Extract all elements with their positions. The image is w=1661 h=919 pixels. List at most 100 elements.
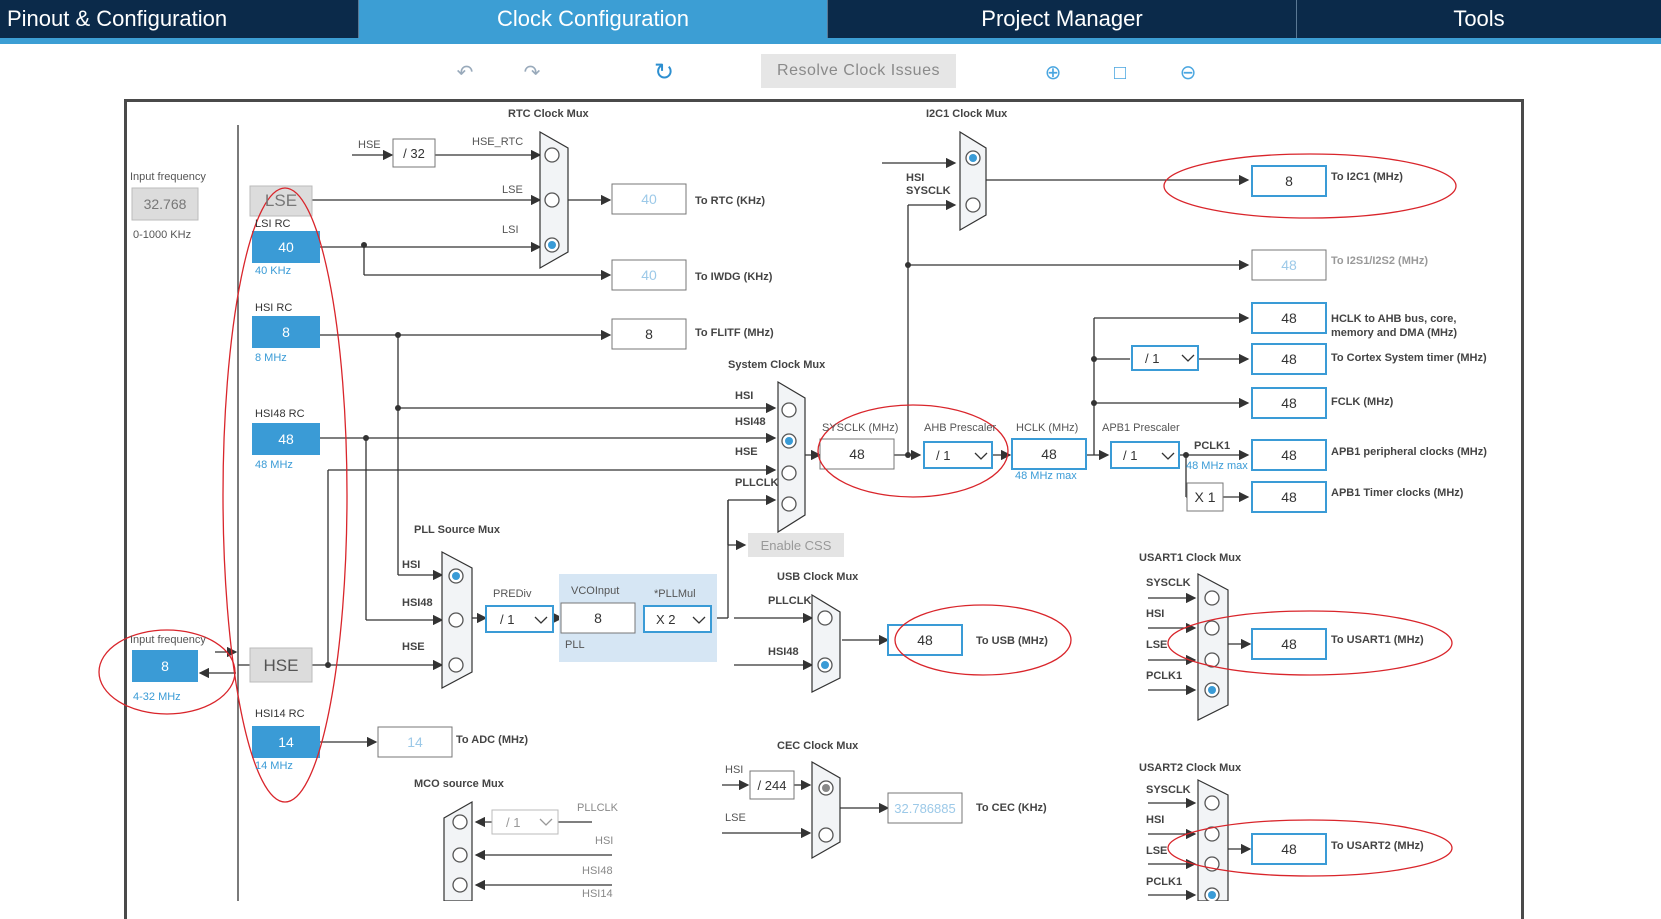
undo-icon[interactable]: ↶ (456, 62, 474, 84)
ahb-prescaler-select[interactable] (923, 441, 993, 469)
rtc-lsi-input: LSI (502, 224, 519, 236)
mco-divider-select[interactable] (491, 809, 559, 835)
tab-clock-configuration[interactable]: Clock Configuration (359, 0, 828, 38)
mco-hsi-input: HSI (595, 835, 613, 847)
lsi-rc-box (252, 231, 320, 263)
usart2-value: 48 (1281, 841, 1297, 857)
system-clock-mux (777, 380, 806, 534)
adc-value: 14 (407, 734, 423, 750)
ahb-prescaler-value: / 1 (936, 448, 950, 463)
tab-bar: Pinout & Configuration Clock Configurati… (0, 0, 1661, 38)
prediv-label: PREDiv (493, 588, 532, 600)
i2c1-mux-title: I2C1 Clock Mux (926, 108, 1008, 120)
usart2-mux-title: USART2 Clock Mux (1139, 762, 1242, 774)
hse-block (249, 647, 313, 683)
apb1-timer-label: APB1 Timer clocks (MHz) (1331, 487, 1464, 499)
rtc-mux-title: RTC Clock Mux (508, 108, 590, 120)
rtc-label: To RTC (KHz) (695, 195, 765, 207)
lse-block (249, 185, 313, 217)
cec-hsi-input: HSI (725, 764, 743, 776)
pll-label: PLL (565, 639, 585, 651)
pclk1-max: 48 MHz max (1186, 460, 1248, 472)
pllmul-select[interactable] (643, 605, 712, 633)
cec-value: 32.786885 (894, 801, 955, 816)
apb1-peripheral-value: 48 (1281, 447, 1297, 463)
usart1-sysclk-input: SYSCLK (1146, 577, 1191, 589)
rtc-hse-input: HSE (358, 139, 381, 151)
tab-tools[interactable]: Tools (1453, 6, 1505, 31)
cortex-timer-divider-select[interactable] (1131, 345, 1199, 371)
adc-label: To ADC (MHz) (456, 734, 528, 746)
lsi-value: 40 (278, 239, 294, 255)
lse-block-label: LSE (265, 191, 297, 210)
pll-mux-title: PLL Source Mux (414, 524, 501, 536)
hsi-unit: 8 MHz (255, 352, 287, 364)
usart2-hsi-input: HSI (1146, 814, 1164, 826)
lse-input-value: 32.768 (144, 196, 187, 212)
usart2-sysclk-input: SYSCLK (1146, 784, 1191, 796)
clock-tree-canvas (124, 99, 1524, 919)
i2c1-label: To I2C1 (MHz) (1331, 171, 1403, 183)
enable-css-label: Enable CSS (761, 538, 832, 553)
hse-block-label: HSE (264, 656, 299, 675)
usart1-mux-title: USART1 Clock Mux (1139, 552, 1242, 564)
zoom-in-icon[interactable]: ⊕ (1044, 62, 1062, 84)
enable-css-button[interactable] (748, 533, 844, 557)
pll-hsi48-input: HSI48 (402, 597, 433, 609)
hclk-value: 48 (1041, 446, 1057, 462)
pclk1-label: PCLK1 (1194, 440, 1230, 452)
flitf-label: To FLITF (MHz) (695, 327, 774, 339)
iwdg-value: 40 (641, 267, 657, 283)
hclk-label: HCLK (MHz) (1016, 422, 1078, 434)
cec-clock-mux (811, 760, 841, 860)
usart2-lse-input: LSE (1146, 845, 1167, 857)
usart1-label: To USART1 (MHz) (1331, 634, 1424, 646)
resolve-clock-issues-button[interactable]: Resolve Clock Issues (761, 54, 956, 88)
refresh-icon[interactable]: ↻ (653, 59, 675, 86)
tab-project-manager[interactable]: Project Manager (828, 0, 1297, 38)
cec-div244: / 244 (758, 778, 787, 793)
sysclk-label: SYSCLK (MHz) (822, 422, 898, 434)
i2s-value: 48 (1281, 257, 1297, 273)
annotation-ellipses (98, 153, 1457, 877)
cortex-timer-label: To Cortex System timer (MHz) (1331, 352, 1487, 364)
usb-label: To USB (MHz) (976, 635, 1048, 647)
hsi48-rc-box (252, 423, 320, 455)
i2c1-clock-mux (959, 130, 987, 232)
hclk-ahb-label-1: HCLK to AHB bus, core, (1331, 313, 1457, 325)
redo-icon[interactable]: ↷ (523, 62, 541, 84)
zoom-out-icon[interactable]: ⊖ (1179, 62, 1197, 84)
usb-mux-title: USB Clock Mux (777, 571, 859, 583)
rtc-value: 40 (641, 191, 657, 207)
hsi14-rc-box (252, 726, 320, 758)
i2c-sysclk-input: SYSCLK (906, 185, 951, 197)
fclk-label: FCLK (MHz) (1331, 396, 1394, 408)
prediv-select[interactable] (485, 605, 554, 633)
hsi14-unit: 14 MHz (255, 760, 293, 772)
hsi48-rc-label: HSI48 RC (255, 408, 305, 420)
fit-screen-icon[interactable]: □ (1113, 62, 1127, 84)
rtc-lse-input: LSE (502, 184, 523, 196)
rtc-hse-rtc-input: HSE_RTC (472, 136, 523, 148)
hclk-max: 48 MHz max (1015, 470, 1077, 482)
hclk-ahb-label-2: memory and DMA (MHz) (1331, 327, 1457, 339)
usart1-lse-input: LSE (1146, 639, 1167, 651)
mco-hsi14-input: HSI14 (582, 888, 613, 900)
sys-hsi48-input: HSI48 (735, 416, 766, 428)
sys-pllclk-input: PLLCLK (735, 477, 778, 489)
cortex-timer-value: 48 (1281, 351, 1297, 367)
usb-pllclk-input: PLLCLK (768, 595, 811, 607)
hsi-rc-box (252, 316, 320, 348)
sys-hse-input: HSE (735, 446, 758, 458)
sysclk-value: 48 (849, 446, 865, 462)
usart2-label: To USART2 (MHz) (1331, 840, 1424, 852)
lse-input-box[interactable] (131, 187, 199, 221)
fclk-value: 48 (1281, 395, 1297, 411)
tab-pinout-configuration[interactable]: Pinout & Configuration (0, 0, 359, 38)
apb1-prescaler-select[interactable] (1110, 441, 1180, 469)
hclk-ahb-value: 48 (1281, 310, 1297, 326)
ahb-prescaler-label: AHB Prescaler (924, 422, 996, 434)
apb1-prescaler-value: / 1 (1123, 448, 1137, 463)
sys-hsi-input: HSI (735, 390, 753, 402)
hse-input-frequency-label: Input frequency (130, 634, 206, 646)
